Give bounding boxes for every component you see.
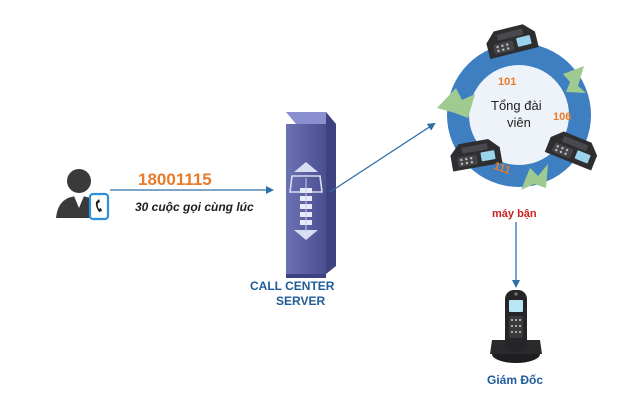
extension-label: 106: [553, 111, 572, 123]
cordless-phone-icon: [490, 290, 542, 363]
concurrent-calls-label: 30 cuộc gọi cùng lúc: [135, 200, 254, 214]
agent-ring-title-line1: Tổng đài: [491, 98, 542, 113]
extension-label: 101: [498, 76, 517, 88]
caller-with-mobile-icon: [56, 169, 110, 221]
hotline-number: 18001115: [138, 170, 212, 189]
cycle-arrows: [437, 66, 586, 190]
cycle-arrow-top-right: [563, 66, 586, 93]
director-label: Giám Đốc: [487, 373, 544, 387]
agent-ring-inner: [469, 65, 569, 165]
server-label-line2: SERVER: [276, 294, 326, 308]
busy-status-label: máy bận: [492, 208, 537, 220]
server-tower-icon: [286, 112, 336, 278]
cycle-arrow-left: [437, 88, 475, 118]
agent-ring-title-line2: viên: [507, 115, 531, 130]
cycle-arrow-bottom: [521, 164, 548, 190]
server-label-line1: CALL CENTER: [250, 279, 335, 293]
server-to-agents-arrow: [329, 122, 436, 193]
